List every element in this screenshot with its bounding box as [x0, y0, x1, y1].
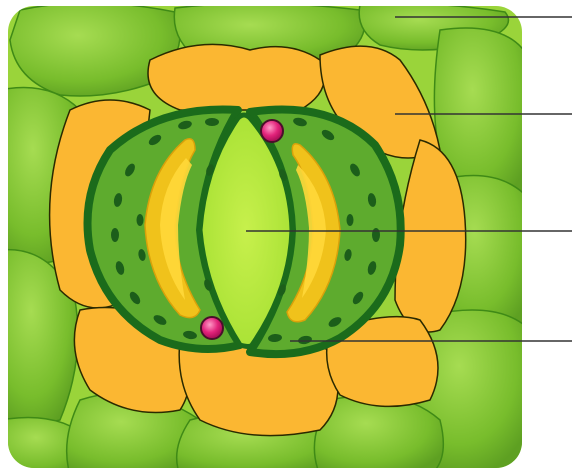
subsidiary-cell-top-left [148, 44, 325, 110]
nucleus-top-right [261, 120, 283, 142]
chloroplast [372, 228, 380, 242]
chloroplast [347, 214, 354, 226]
chloroplast [111, 228, 119, 242]
chloroplast [137, 214, 144, 226]
chloroplast [205, 118, 219, 126]
nucleus-bottom-left [201, 317, 223, 339]
guard-cells [88, 109, 401, 354]
